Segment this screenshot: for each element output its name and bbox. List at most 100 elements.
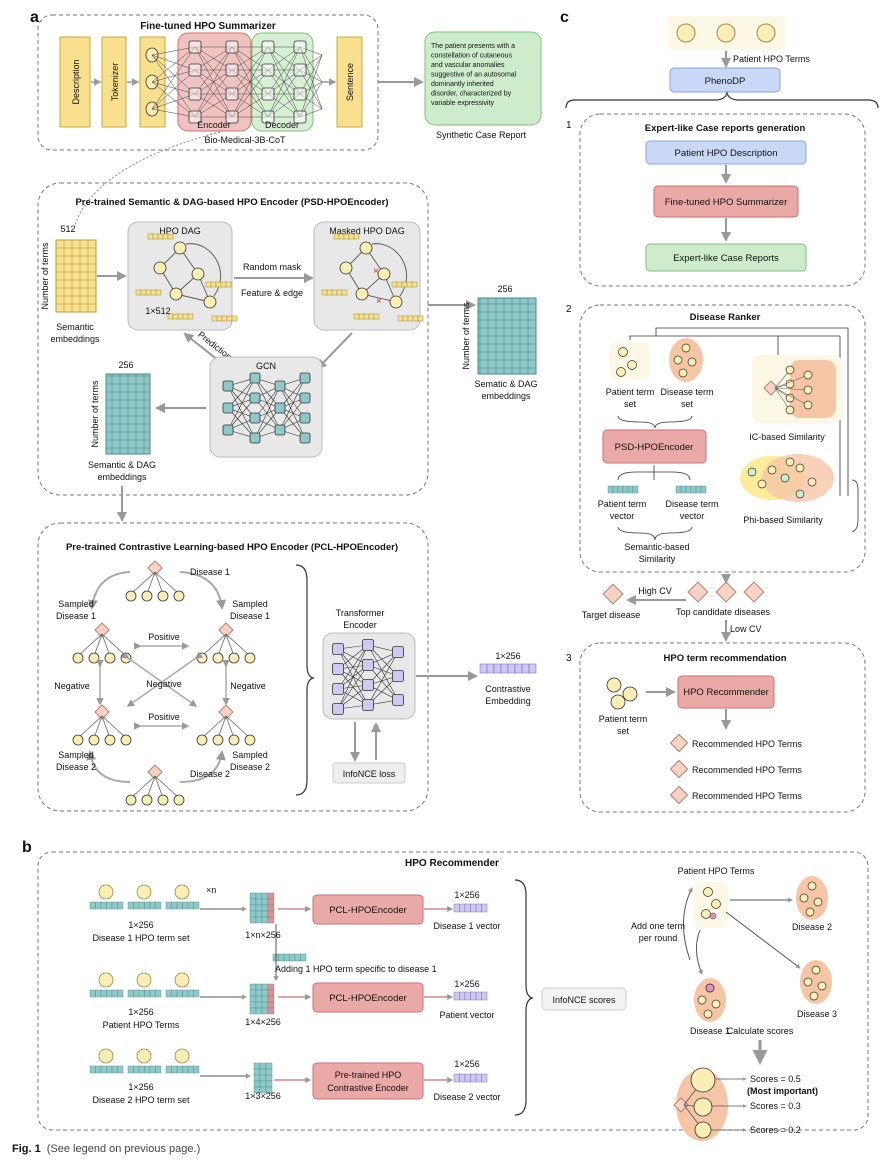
term-node bbox=[795, 463, 805, 473]
network-edge bbox=[337, 664, 369, 710]
network-edge bbox=[227, 385, 256, 439]
vector-cell bbox=[138, 901, 145, 910]
most-important: (Most important) bbox=[747, 1086, 818, 1096]
number-of-terms-1: Number of terms bbox=[40, 242, 50, 310]
matrix-cell bbox=[253, 1074, 261, 1082]
hpo-dag-label: HPO DAG bbox=[159, 226, 201, 236]
sd-emb-label-1: Semantic & DAG bbox=[88, 460, 156, 470]
term-node bbox=[618, 347, 628, 357]
feature-cell bbox=[220, 281, 227, 288]
vector-cell bbox=[500, 663, 509, 674]
network-edge bbox=[367, 664, 399, 701]
synthetic-report-caption: Synthetic Case Report bbox=[436, 130, 527, 140]
vector-cell bbox=[144, 901, 151, 910]
term-node bbox=[813, 897, 823, 907]
network-node bbox=[293, 63, 307, 77]
step2-num: 2 bbox=[566, 304, 572, 315]
step3-num: 3 bbox=[566, 653, 572, 664]
loop-arrow bbox=[682, 887, 693, 961]
c-summarizer-label: Fine-tuned HPO Summarizer bbox=[665, 197, 787, 208]
step1-num: 1 bbox=[566, 120, 572, 131]
pcl-encoder-section: Pre-trained Contrastive Learning-based H… bbox=[37, 522, 429, 812]
encoder-decoder-network bbox=[151, 40, 323, 124]
tokenizer-box bbox=[101, 36, 127, 128]
tree-edge bbox=[774, 374, 809, 389]
sd-right-dim: 256 bbox=[497, 284, 512, 294]
matrix-cell bbox=[267, 1001, 275, 1009]
vector-cell bbox=[632, 485, 639, 494]
semantic-emb-label-1: Semantic bbox=[56, 322, 94, 332]
hpo-recommender-label: HPO Recommender bbox=[683, 687, 769, 698]
description-box bbox=[59, 36, 91, 128]
tree-edge bbox=[77, 715, 103, 739]
network-node bbox=[299, 392, 311, 404]
psd-encoder-section: Pre-trained Semantic & DAG-based HPO Enc… bbox=[37, 182, 429, 496]
feature-cell bbox=[336, 289, 343, 296]
sampled-tr-1: Sampled bbox=[232, 599, 268, 609]
infonce-loss-label: InfoNCE loss bbox=[343, 769, 396, 779]
number-of-terms-3: Number of terms bbox=[461, 302, 471, 370]
brace bbox=[617, 415, 693, 429]
matrix-cell bbox=[261, 910, 269, 918]
vector-cell bbox=[171, 1065, 178, 1074]
vector-cell bbox=[481, 903, 488, 913]
network-node bbox=[274, 402, 286, 414]
disease-term-set-2: set bbox=[681, 399, 694, 409]
feature-cell bbox=[417, 315, 424, 322]
b-title: HPO Recommender bbox=[405, 858, 499, 869]
step3-box bbox=[579, 642, 866, 813]
term-node bbox=[690, 1067, 716, 1093]
matrix-cell bbox=[255, 1001, 263, 1009]
matrix-cell bbox=[253, 1068, 261, 1076]
vector-cell bbox=[695, 485, 702, 494]
phenodp-section: Patient HPO Terms PhenoDP 1 Expert-like … bbox=[565, 16, 879, 813]
network-edge bbox=[151, 46, 196, 83]
phi-bg-2 bbox=[762, 454, 834, 502]
vector-cell bbox=[182, 1065, 189, 1074]
gcn-label: GCN bbox=[256, 361, 276, 371]
synthetic-report-line: dominantly inherited bbox=[431, 81, 494, 88]
network-edge bbox=[279, 385, 306, 419]
network-node bbox=[362, 639, 374, 651]
recommended-1: Recommended HPO Terms bbox=[692, 739, 802, 749]
b-pcl-encoder-2 bbox=[312, 982, 424, 1013]
vector-cell bbox=[117, 1065, 124, 1074]
mask-mark: × bbox=[376, 296, 382, 307]
feature-cell bbox=[140, 289, 147, 296]
step1-title: Expert-like Case reports generation bbox=[645, 123, 806, 134]
feature-cell bbox=[157, 233, 164, 240]
b-pcl-encoder-label-2: PCL-HPOEncoder bbox=[329, 993, 407, 1004]
top-candidates: Top candidate diseases bbox=[676, 607, 771, 617]
network-node bbox=[225, 40, 239, 54]
decoder-label: Decoder bbox=[265, 120, 299, 130]
tree-edge bbox=[217, 633, 227, 657]
tree-edge bbox=[130, 775, 156, 799]
feature-cell bbox=[172, 313, 179, 320]
contrastive-size: 1×256 bbox=[495, 651, 520, 661]
semantic-sim-2: Similarity bbox=[639, 554, 676, 564]
disease2-set: Disease 2 HPO term set bbox=[92, 1095, 190, 1105]
transformer-label-1: Transformer bbox=[336, 608, 385, 618]
score-2: Scores = 0.3 bbox=[750, 1101, 801, 1111]
matrix-cell bbox=[267, 916, 275, 924]
vector-cell bbox=[479, 663, 488, 674]
feature-cell bbox=[363, 313, 370, 320]
d2-vector: Disease 2 vector bbox=[433, 1092, 500, 1102]
sd-right-label-1: Sematic & DAG bbox=[474, 379, 537, 389]
feature-cell bbox=[331, 289, 338, 296]
term-node bbox=[627, 360, 637, 370]
feature-cell bbox=[343, 233, 350, 240]
network-edge bbox=[231, 69, 269, 118]
network-node bbox=[261, 63, 275, 77]
calculate-scores: Calculate scores bbox=[727, 1026, 794, 1036]
tree-edge bbox=[130, 571, 156, 595]
matrix-cell bbox=[249, 910, 257, 918]
network-edge bbox=[227, 397, 256, 431]
tree-edge bbox=[774, 387, 809, 406]
vector-cell bbox=[187, 989, 194, 998]
term-node bbox=[174, 884, 190, 900]
step1-box bbox=[579, 113, 866, 287]
tree-edge bbox=[101, 715, 127, 739]
recommended-icon bbox=[669, 785, 689, 805]
vector-cell bbox=[176, 901, 183, 910]
